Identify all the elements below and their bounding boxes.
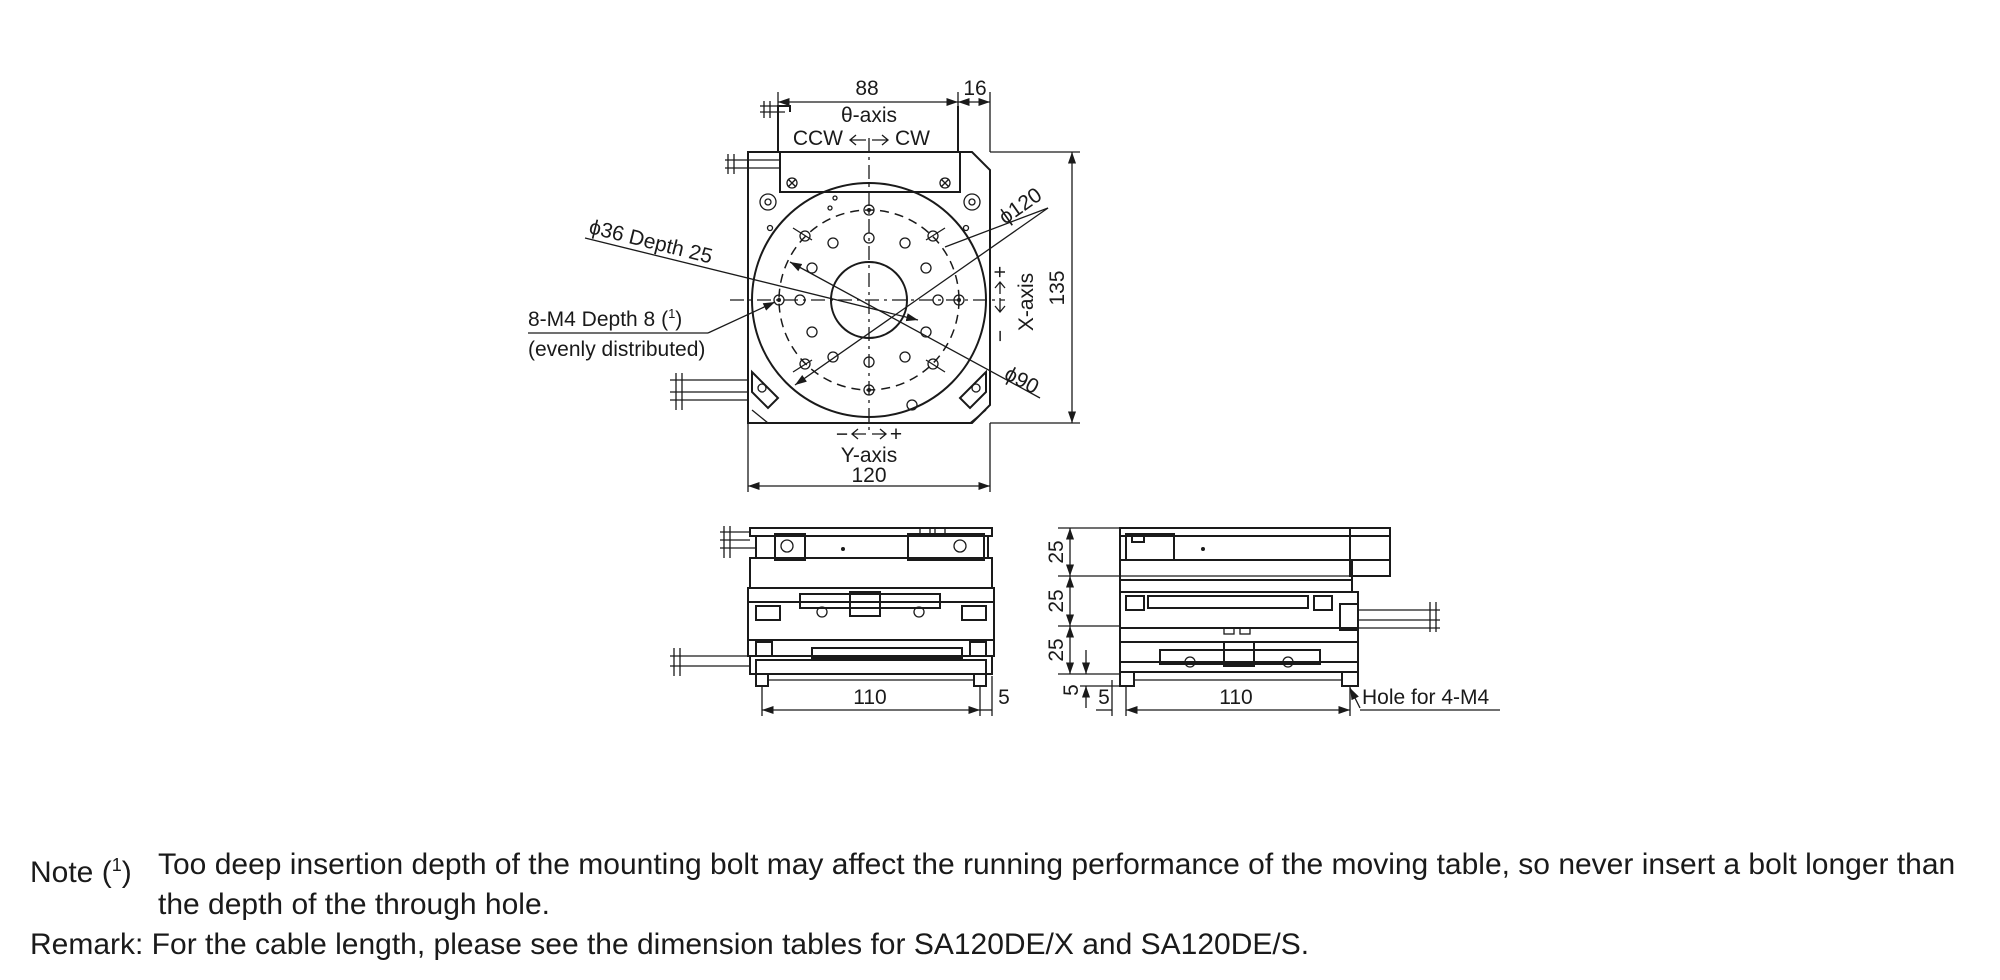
note-row: Note (1) Too deep insertion depth of the… xyxy=(30,845,1990,925)
x-minus-label: − xyxy=(989,330,1012,342)
note-ref: 1 xyxy=(111,855,122,875)
note-tag: Note (1) xyxy=(30,855,132,889)
top-view: 88 16 θ-axis CCW CW 135 ϕ120 ϕ36 Depth xyxy=(528,77,1080,492)
theta-axis-label: θ-axis xyxy=(841,104,897,127)
side-vertical-dims: 25 25 25 5 xyxy=(1045,527,1350,708)
y-plus-label: + xyxy=(890,423,902,446)
front-dim-label-5: 5 xyxy=(998,686,1010,709)
front-dims: 110 5 xyxy=(761,676,1010,716)
theta-axis-label-group: θ-axis CCW CW xyxy=(793,104,930,150)
side-view: 25 25 25 5 5 110 Hole for 4-M4 xyxy=(1045,527,1500,716)
y-minus-label: − xyxy=(836,423,848,446)
side-dim-label-5-horiz: 5 xyxy=(1098,686,1110,709)
dim-label-phi90: ϕ90 xyxy=(1001,362,1043,399)
hole-callout: 8-M4 Depth 8 (1) (evenly distributed) xyxy=(528,301,776,361)
corner-block-left xyxy=(751,369,780,424)
dim-135: 135 xyxy=(990,151,1080,424)
side-horizontal-dims: 5 110 Hole for 4-M4 xyxy=(1096,680,1500,716)
dim-120: 120 xyxy=(747,423,991,492)
y-axis-label: Y-axis xyxy=(841,444,897,467)
x-axis-label-group: X-axis − + xyxy=(989,266,1038,342)
dim-label-88: 88 xyxy=(855,77,878,100)
dim-label-phi120: ϕ120 xyxy=(995,183,1047,229)
technical-drawing: 88 16 θ-axis CCW CW 135 ϕ120 ϕ36 Depth xyxy=(528,77,1500,716)
x-axis-label: X-axis xyxy=(1015,273,1038,331)
hole-callout-label: 8-M4 Depth 8 (1) xyxy=(528,306,682,331)
hole-callout-sub: (evenly distributed) xyxy=(528,338,705,361)
pcd-holes xyxy=(773,204,965,396)
side-dim-label-25-bot: 25 xyxy=(1045,638,1068,661)
side-dim-label-5-vert: 5 xyxy=(1060,684,1083,696)
y-axis-label-group: − + Y-axis xyxy=(836,423,902,467)
side-hole-label: Hole for 4-M4 xyxy=(1362,686,1490,709)
front-dim-label-110: 110 xyxy=(853,686,886,709)
x-plus-label: + xyxy=(989,266,1012,278)
side-dim-label-25-top: 25 xyxy=(1045,540,1068,563)
notes-section: Note (1) Too deep insertion depth of the… xyxy=(30,845,1990,965)
note-text: Too deep insertion depth of the mounting… xyxy=(158,848,1956,921)
y-arrows-icon xyxy=(850,428,888,440)
dim-label-16: 16 xyxy=(963,77,986,100)
x-arrows-icon xyxy=(994,280,1006,314)
side-dim-label-25-mid: 25 xyxy=(1045,589,1068,612)
dim-label-135: 135 xyxy=(1046,270,1069,305)
note-label: Note xyxy=(30,856,94,889)
ccw-arrow-icon xyxy=(848,134,866,146)
side-dim-label-110: 110 xyxy=(1219,686,1252,709)
ccw-label: CCW xyxy=(793,127,843,150)
cw-label: CW xyxy=(895,127,930,150)
dim-label-120: 120 xyxy=(851,464,886,487)
cw-arrow-icon xyxy=(872,134,890,146)
front-view: 110 5 xyxy=(670,526,1010,716)
dim-88-16: 88 16 xyxy=(777,77,991,152)
remark-text: Remark: For the cable length, please see… xyxy=(30,928,1310,961)
inner-holes xyxy=(794,195,944,411)
dim-label-phi36: ϕ36 Depth 25 xyxy=(587,216,715,269)
cable-top xyxy=(725,101,785,174)
dim-phi120: ϕ120 xyxy=(794,183,1049,386)
corner-block-right xyxy=(958,369,987,424)
